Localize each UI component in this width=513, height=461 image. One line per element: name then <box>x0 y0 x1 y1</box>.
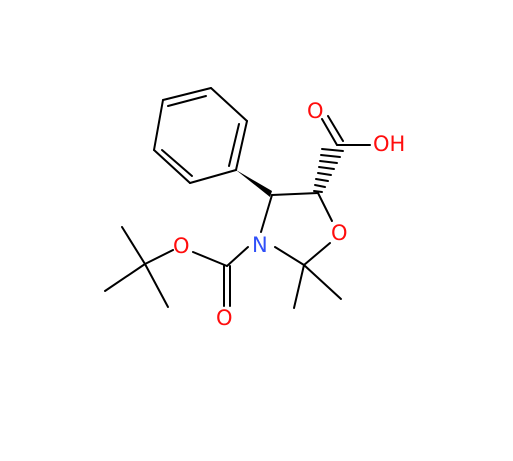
oxazolidine-ring <box>260 192 333 266</box>
atom-o-carbonyl-acid: O <box>307 99 324 123</box>
carboxylic-acid-group <box>321 115 371 146</box>
wedge-bond-phenyl <box>236 170 272 197</box>
phenyl-ring <box>153 87 248 184</box>
atom-o-ester: O <box>173 234 190 258</box>
hashed-bond-carboxyl <box>313 148 344 193</box>
atom-o-ring: O <box>331 221 348 245</box>
atom-n-ring: N <box>252 233 268 257</box>
gem-dimethyl <box>293 264 342 309</box>
boc-group <box>104 226 249 308</box>
atom-o-carbonyl-boc: O <box>216 306 233 330</box>
atom-oh-hydroxyl: OH <box>373 132 405 156</box>
